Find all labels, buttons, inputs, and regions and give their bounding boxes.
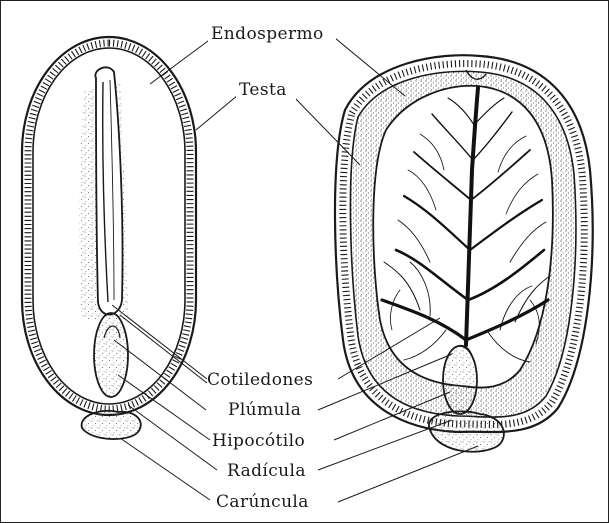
leader-caruncula-left [120, 438, 210, 500]
label-plumula: Plúmula [228, 400, 301, 420]
leader-testa-left [196, 95, 238, 130]
label-cotiledones: Cotiledones [207, 370, 313, 390]
label-endospermo: Endospermo [211, 24, 324, 44]
labels: Endospermo Testa Cotiledones Plúmula Hip… [207, 22, 336, 512]
left-radicle [94, 313, 128, 397]
leader-radicula-right [318, 420, 452, 470]
left-caruncle [82, 411, 141, 439]
label-hipocotilo: Hipocótilo [212, 431, 305, 451]
left-seed [22, 37, 196, 439]
label-caruncula: Carúncula [216, 492, 309, 512]
right-seed [335, 55, 593, 452]
right-caruncle [429, 411, 504, 451]
label-radicula: Radícula [227, 461, 306, 481]
right-radicle [443, 346, 477, 414]
leader-radicula-left [128, 405, 217, 470]
label-testa: Testa [239, 80, 287, 100]
